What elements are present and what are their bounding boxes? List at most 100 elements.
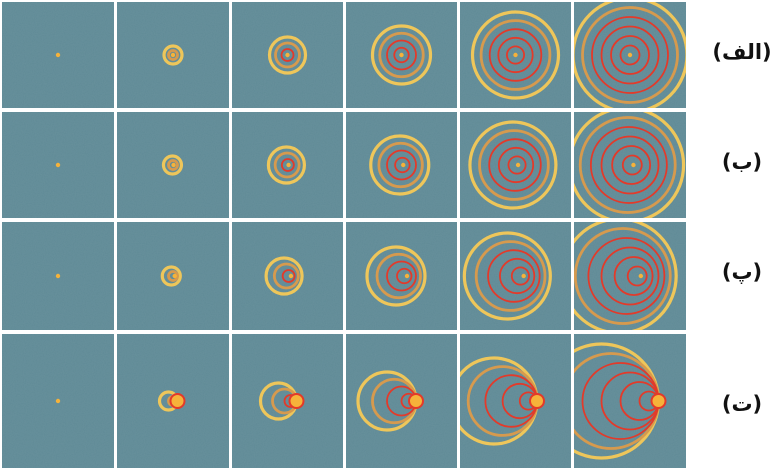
wave-panel-r4-c3 <box>232 334 343 468</box>
wave-panel-r2-c6 <box>574 112 686 218</box>
wavefront-ring <box>396 267 413 285</box>
wavefront-rings <box>574 112 686 218</box>
wave-panel-r1-c4 <box>346 2 457 108</box>
wavefront-rings <box>162 44 184 66</box>
wavefront-rings <box>574 222 678 330</box>
wave-source-dot <box>534 398 540 404</box>
wave-source-dot <box>286 162 291 168</box>
wavefront-rings <box>161 154 184 176</box>
wavefront-ring <box>470 10 561 100</box>
wave-source-dot <box>627 52 633 58</box>
wavefront-ring <box>274 41 301 69</box>
wavefront-ring <box>487 249 541 303</box>
wavefront-rings <box>157 390 186 412</box>
wavefront-ring <box>365 245 427 307</box>
wave-panel-r2-c3 <box>232 112 343 218</box>
wavefront-ring <box>264 256 304 296</box>
wave-source-dot <box>288 273 294 279</box>
wavefront-ring <box>578 116 677 214</box>
wavefront-ring <box>497 36 534 74</box>
wavefront-rings <box>369 134 431 196</box>
wavefront-ring <box>393 46 410 64</box>
wavefront-ring <box>386 260 417 292</box>
panel-texture <box>460 222 571 330</box>
wavefront-rings <box>468 120 558 210</box>
wave-panel-r1-c1 <box>2 2 114 108</box>
wavefront-rings <box>55 52 61 58</box>
wavefront-ring <box>621 154 643 176</box>
row-label-2: (ب) <box>721 150 763 174</box>
row-label-1: (الف) <box>712 40 772 64</box>
wavefront-ring <box>280 48 295 62</box>
wave-source-dot <box>285 52 290 58</box>
wave-source-dot <box>55 162 61 168</box>
wavefront-rings <box>55 273 61 279</box>
wavefront-ring <box>499 257 536 295</box>
panel-texture <box>346 222 457 330</box>
wavefront-ring <box>272 262 300 290</box>
wavefront-panel-grid <box>2 2 686 468</box>
wave-source-dot <box>55 52 61 58</box>
wavefront-ring <box>273 151 301 179</box>
wavefront-rings <box>574 342 667 460</box>
wave-panel-r2-c4 <box>346 112 457 218</box>
wavefront-ring <box>600 25 660 85</box>
wavefront-rings <box>365 245 427 307</box>
wave-panel-r2-c2 <box>117 112 229 218</box>
wave-panel-r4-c4 <box>346 334 457 468</box>
wave-panel-r3-c2 <box>117 222 229 330</box>
wavefront-rings <box>264 256 304 296</box>
wavefront-ring <box>394 156 411 174</box>
wavefront-ring <box>375 252 422 300</box>
wavefront-rings <box>258 381 305 421</box>
panel-texture <box>574 334 686 468</box>
wavefront-rings <box>356 370 424 432</box>
wave-source-dot <box>413 398 419 404</box>
wave-source-dot <box>170 52 176 58</box>
wavefront-ring <box>626 265 648 287</box>
wavefront-ring <box>600 246 660 306</box>
wavefront-ring <box>281 269 296 283</box>
row-label-4: (ت) <box>721 392 763 416</box>
wavefront-rings <box>470 10 561 100</box>
wave-source-dot <box>404 273 410 279</box>
wavefront-ring <box>468 120 558 210</box>
wave-panel-r4-c6 <box>574 334 686 468</box>
wavefront-ring <box>581 6 679 104</box>
wave-panel-r4-c1 <box>2 334 114 468</box>
wavefront-ring <box>369 134 431 196</box>
wave-source-dot <box>401 162 406 168</box>
wavefront-ring <box>386 39 417 71</box>
wave-source-dot <box>399 52 404 58</box>
wave-source-dot <box>656 398 661 404</box>
wave-panel-r1-c6 <box>574 2 686 108</box>
wave-source-dot <box>515 162 521 168</box>
wavefront-rings <box>462 231 552 321</box>
wave-source-dot <box>55 273 61 279</box>
wave-source-dot <box>172 273 177 279</box>
wave-panel-r1-c5 <box>460 2 571 108</box>
wave-source-dot <box>294 398 299 404</box>
wave-panel-r4-c5 <box>460 334 571 468</box>
wavefront-ring <box>167 49 179 61</box>
wavefront-ring <box>574 112 686 218</box>
wavefront-rings <box>460 356 545 446</box>
wavefront-ring <box>587 237 666 315</box>
wavefront-ring <box>167 270 179 282</box>
wavefront-ring <box>474 240 547 312</box>
wave-source-dot <box>513 52 518 58</box>
wave-panel-r2-c1 <box>2 112 114 218</box>
wave-panel-r1-c2 <box>117 2 229 108</box>
wavefront-ring <box>479 19 552 91</box>
wavefront-ring <box>574 222 678 330</box>
wavefront-ring <box>370 24 433 86</box>
wavefront-ring <box>160 265 182 287</box>
panel-texture <box>460 334 571 468</box>
wave-source-dot <box>521 273 526 279</box>
wavefront-ring <box>600 135 660 195</box>
wave-panel-r2-c5 <box>460 112 571 218</box>
wavefront-rings <box>267 35 308 75</box>
wavefront-ring <box>610 35 650 75</box>
wavefront-ring <box>505 45 525 65</box>
wave-source-dot <box>175 398 180 404</box>
